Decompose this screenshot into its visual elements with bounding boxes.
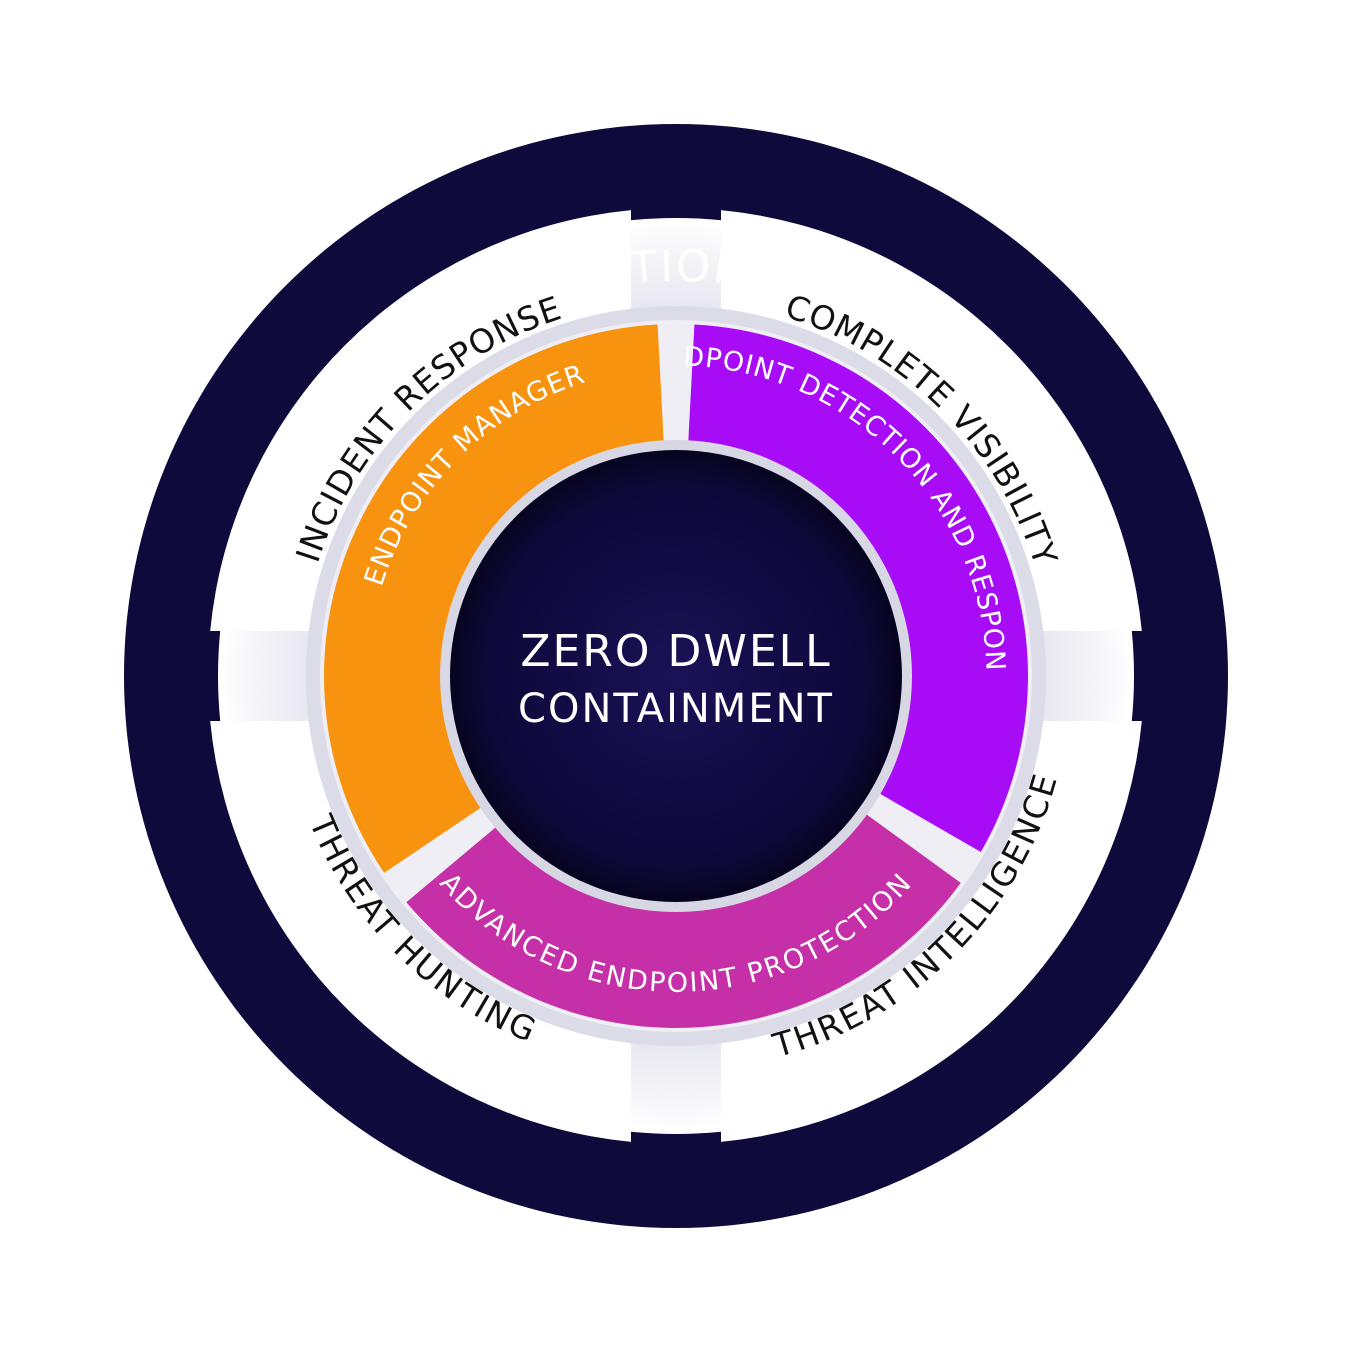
service-panel-threat-hunting bbox=[210, 721, 631, 1142]
service-panel-threat-intelligence bbox=[721, 721, 1142, 1142]
product-segment-advanced-endpoint-protection bbox=[406, 812, 961, 1028]
product-segment-edr bbox=[688, 324, 1028, 852]
service-panel-complete-visibility bbox=[721, 210, 1142, 631]
center-circle bbox=[450, 450, 902, 902]
center-title-line1: ZERO DWELL bbox=[520, 626, 831, 677]
service-panels bbox=[210, 210, 1142, 1142]
service-panel-incident-response bbox=[210, 210, 631, 631]
center-title-line2: CONTAINMENT bbox=[518, 686, 834, 732]
